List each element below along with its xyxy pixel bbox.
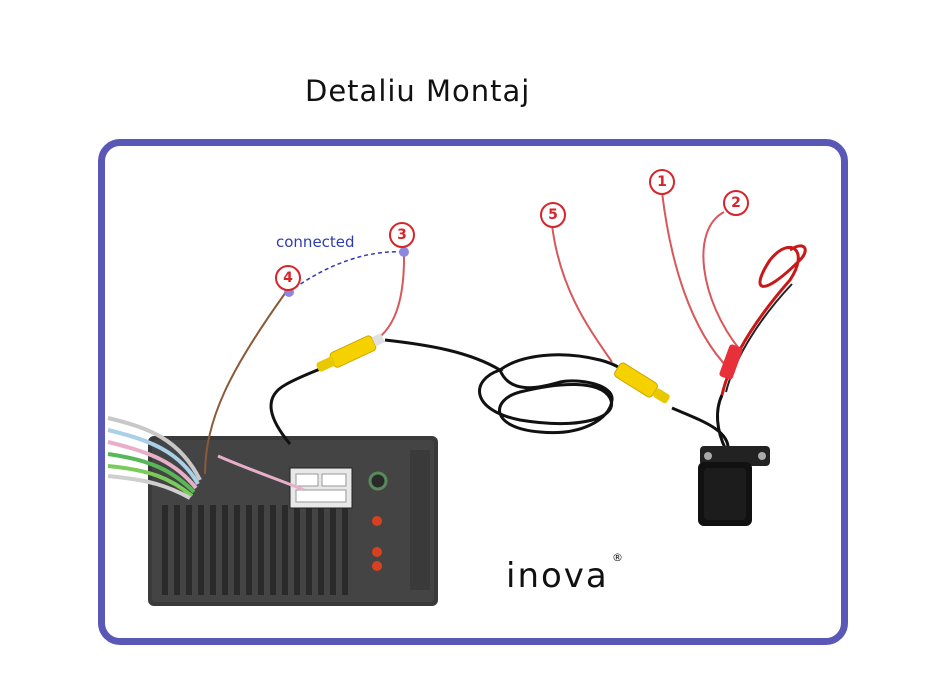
wire-4 (204, 291, 287, 475)
harness-wires (107, 416, 202, 500)
callout-2: 2 (723, 190, 749, 216)
registered-mark: ® (612, 551, 623, 564)
wire-5 (551, 224, 613, 363)
video-cable (384, 338, 637, 435)
video-wire-unit (269, 358, 341, 445)
brand-logo: inova (506, 556, 609, 596)
head-unit (148, 436, 438, 606)
power-plug (719, 344, 743, 380)
power-wire (720, 244, 807, 396)
wire-pink (217, 454, 305, 492)
rca-connector-2 (614, 362, 670, 404)
callout-3: 3 (389, 222, 415, 248)
camera-cable (671, 406, 730, 451)
connect-point-3 (399, 247, 409, 257)
page-title: Detaliu Montaj (305, 74, 531, 108)
camera-lead (716, 394, 728, 451)
wire-3 (365, 251, 406, 347)
rear-camera (698, 446, 770, 526)
wire-1 (661, 191, 731, 371)
wire-2 (702, 211, 741, 351)
power-wire-black (725, 283, 793, 393)
callout-4: 4 (275, 265, 301, 291)
rca-connector-1 (316, 333, 385, 372)
callout-1: 1 (649, 169, 675, 195)
connected-label: connected (276, 233, 355, 251)
callout-5: 5 (540, 202, 566, 228)
connected-line (288, 251, 405, 293)
